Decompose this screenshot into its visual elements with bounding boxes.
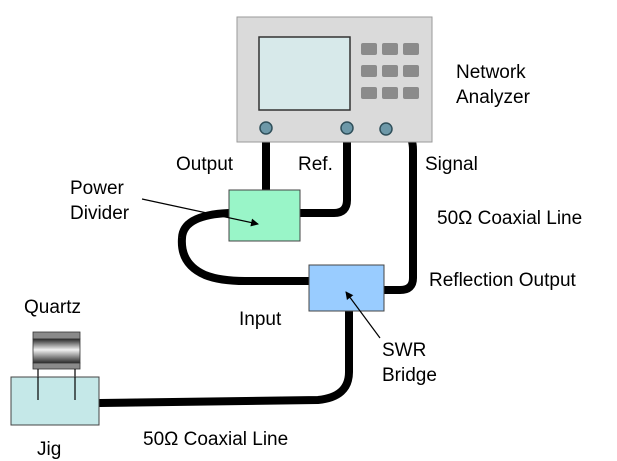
cable-signal-to-bridge xyxy=(380,124,417,294)
analyzer-key xyxy=(403,87,419,99)
ref-connector xyxy=(340,121,354,135)
cable-divider-to-bridge xyxy=(177,209,313,285)
quartz-body xyxy=(32,338,81,364)
analyzer-keypad xyxy=(361,43,419,99)
power-divider-label-line1: Power xyxy=(70,178,125,199)
signal-connector xyxy=(379,122,393,136)
coax-line-upper-label: 50Ω Coaxial Line xyxy=(437,208,582,229)
quartz-label: Quartz xyxy=(24,297,81,318)
cable-ref-to-divider xyxy=(296,124,351,217)
signal-label: Signal xyxy=(425,154,478,175)
swr-bridge-label-line2: Bridge xyxy=(382,365,437,386)
quartz-top-plate xyxy=(32,331,81,340)
swr-bridge-pointer xyxy=(345,291,381,339)
swr-bridge-box xyxy=(308,264,385,312)
analyzer-key xyxy=(403,65,419,77)
input-label: Input xyxy=(239,309,282,330)
analyzer-key xyxy=(361,65,377,77)
power-divider-box xyxy=(228,189,301,242)
reflection-output-label: Reflection Output xyxy=(429,270,577,291)
swr-bridge-label-line1: SWR xyxy=(382,340,426,361)
analyzer-key xyxy=(382,65,398,77)
power-divider-pointer xyxy=(141,198,259,227)
coax-line-lower-label: 50Ω Coaxial Line xyxy=(143,429,288,450)
analyzer-key xyxy=(382,87,398,99)
cable-bridge-to-jig xyxy=(96,306,353,407)
network-analyzer xyxy=(236,16,433,143)
jig-label: Jig xyxy=(37,439,61,460)
analyzer-key xyxy=(382,43,398,55)
output-connector xyxy=(259,121,273,135)
analyzer-key xyxy=(361,87,377,99)
analyzer-key xyxy=(361,43,377,55)
quartz-crystal xyxy=(32,331,81,400)
quartz-bottom-plate xyxy=(32,362,81,370)
ref-label: Ref. xyxy=(298,154,333,175)
network-analyzer-label-line1: Network xyxy=(456,62,526,83)
output-label: Output xyxy=(176,154,234,175)
network-analyzer-label-line2: Analyzer xyxy=(456,87,531,108)
power-divider-label-line2: Divider xyxy=(70,203,130,224)
analyzer-screen xyxy=(258,36,351,111)
analyzer-key xyxy=(403,43,419,55)
jig-box xyxy=(10,376,100,426)
